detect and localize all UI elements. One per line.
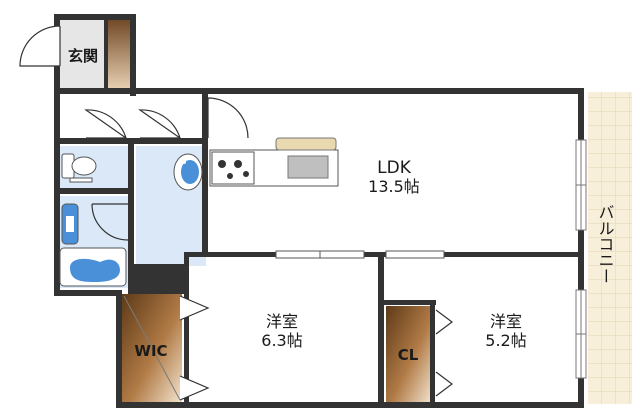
wic-label: WIC — [134, 342, 167, 360]
western-room-left-size: 6.3帖 — [261, 331, 302, 350]
kitchen-counter — [209, 137, 339, 187]
western-room-right-label: 洋室 — [490, 312, 522, 331]
western-room-right-size: 5.2帖 — [485, 331, 526, 350]
ldk-size: 13.5帖 — [368, 177, 420, 196]
balcony-floor — [588, 92, 632, 404]
toilet-fixture — [61, 153, 97, 183]
ldk-label: LDK — [377, 158, 412, 178]
closet-label: CL — [398, 346, 419, 364]
walls — [54, 14, 584, 408]
bath-faucet — [61, 203, 79, 245]
sliding-doors — [275, 250, 445, 259]
windows — [575, 139, 587, 379]
entrance-label: 玄関 — [68, 47, 98, 65]
closet-floor — [386, 306, 432, 402]
shoe-storage — [108, 16, 132, 90]
bathtub-fixture — [59, 247, 127, 287]
washbasin-fixture — [173, 153, 203, 191]
doors — [19, 25, 453, 401]
western-room-left-label: 洋室 — [266, 312, 298, 331]
wic-hanger-rail — [123, 295, 181, 401]
entrance-floor — [58, 20, 108, 90]
balcony-label: バルコニー — [596, 204, 615, 284]
